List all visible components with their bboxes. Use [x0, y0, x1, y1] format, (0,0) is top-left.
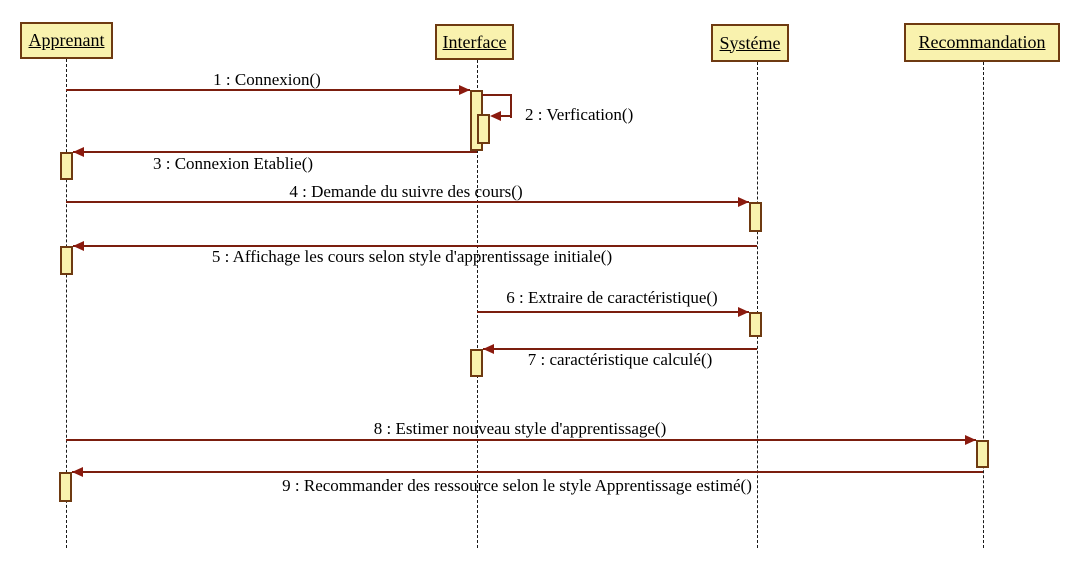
activation-systeme-1	[749, 202, 762, 232]
message-5-arrowhead-left-icon	[73, 241, 84, 251]
message-1-label: 1 : Connexion()	[213, 70, 321, 89]
activation-apprenant-3	[59, 472, 72, 502]
lifeline-recommandation	[983, 62, 984, 548]
message-3-line	[73, 151, 477, 153]
activation-interface-2	[470, 349, 483, 377]
message-9-line	[72, 471, 983, 473]
message-5-label: 5 : Affichage les cours selon style d'ap…	[211, 247, 613, 266]
lifeline-apprenant	[66, 59, 67, 548]
message-3-label: 3 : Connexion Etablie()	[152, 154, 314, 173]
message-8-arrowhead-right-icon	[965, 435, 976, 445]
lifeline-systeme	[757, 62, 758, 548]
message-9-label: 9 : Recommander des ressource selon le s…	[282, 476, 752, 495]
message-2-line-vertical	[510, 94, 512, 118]
message-7-label: 7 : caractéristique calculé()	[527, 350, 713, 369]
activation-interface-nested	[477, 114, 490, 144]
lifeline-interface	[477, 60, 478, 548]
actor-name-interface: Interface	[442, 31, 507, 52]
message-3-arrowhead-left-icon	[73, 147, 84, 157]
message-5-line	[73, 245, 757, 247]
message-2-label: 2 : Verfication()	[525, 105, 634, 124]
actor-name-recommandation: Recommandation	[918, 32, 1046, 52]
message-2-line-bottom	[499, 115, 512, 117]
actor-box-systeme: Systéme	[711, 24, 789, 62]
activation-systeme-2	[749, 312, 762, 337]
message-8-line	[66, 439, 976, 441]
actor-box-recommandation: Recommandation	[904, 23, 1060, 62]
message-6-line	[477, 311, 749, 313]
message-6-label: 6 : Extraire de caractéristique()	[506, 288, 718, 307]
activation-apprenant-1	[60, 152, 73, 180]
message-6-arrowhead-right-icon	[738, 307, 749, 317]
message-4-arrowhead-right-icon	[738, 197, 749, 207]
message-1-arrowhead-right-icon	[459, 85, 470, 95]
activation-apprenant-2	[60, 246, 73, 275]
actor-name-systeme: Systéme	[719, 32, 781, 53]
message-9-arrowhead-left-icon	[72, 467, 83, 477]
actor-box-interface: Interface	[435, 24, 514, 60]
actor-name-apprenant: Apprenant	[28, 30, 105, 50]
message-4-line	[66, 201, 749, 203]
message-7-line	[483, 348, 757, 350]
message-2-line-top	[482, 94, 512, 96]
actor-box-apprenant: Apprenant	[20, 22, 113, 59]
message-4-label: 4 : Demande du suivre des cours()	[289, 182, 523, 201]
message-1-line	[66, 89, 470, 91]
activation-recommandation-1	[976, 440, 989, 468]
message-2-arrowhead-left-icon	[490, 111, 501, 121]
message-8-label: 8 : Estimer nouveau style d'apprentissag…	[373, 419, 667, 438]
message-7-arrowhead-left-icon	[483, 344, 494, 354]
